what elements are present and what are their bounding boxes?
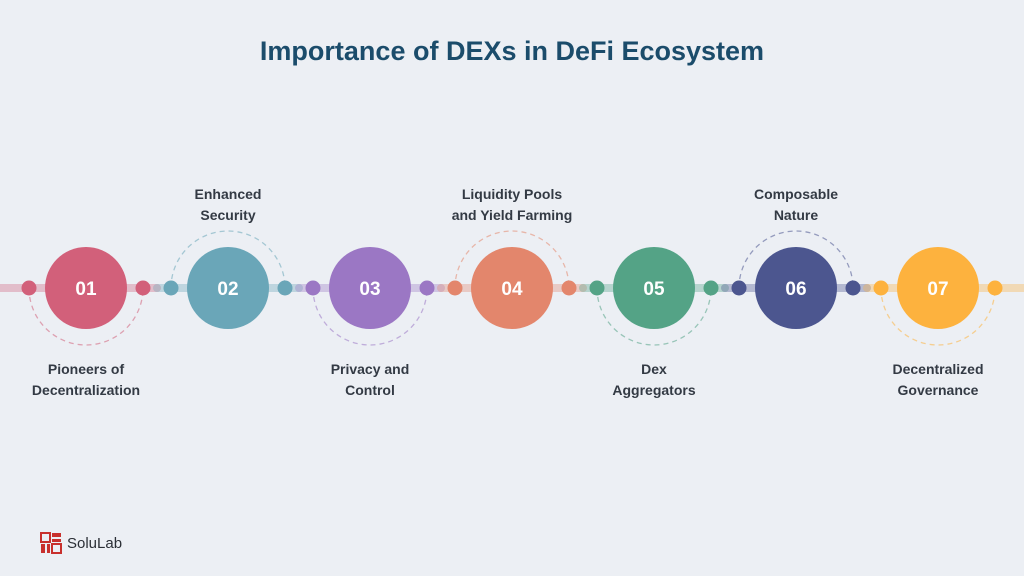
- step-label-line2: Security: [200, 207, 256, 223]
- step-circle-02: [187, 247, 269, 329]
- step-number: 02: [217, 279, 238, 300]
- step-circle-07: [897, 247, 979, 329]
- step-label-line1: Privacy and: [330, 361, 410, 377]
- dashed-arc: [880, 287, 996, 346]
- step-label-line2: Decentralization: [31, 382, 141, 398]
- step-label-line2: and Yield Farming: [451, 207, 573, 223]
- step-label-04: Liquidity Pools and Yield Farming: [432, 184, 592, 226]
- step-number: 04: [501, 279, 523, 300]
- dashed-arc: [596, 287, 712, 346]
- connector-dot: [163, 280, 179, 296]
- dashed-arc: [738, 230, 854, 289]
- connector-dot: [589, 280, 605, 296]
- step-number: 01: [75, 279, 97, 300]
- step-circle-01: [45, 247, 127, 329]
- step-label-line1: Dex: [641, 361, 667, 377]
- step-circle-06: [755, 247, 837, 329]
- step-number: 07: [927, 279, 948, 300]
- step-label-01: Pioneers of Decentralization: [6, 359, 166, 401]
- step-circle-03: [329, 247, 411, 329]
- step-label-line1: Enhanced: [194, 186, 262, 202]
- dashed-arc: [454, 230, 570, 289]
- step-label-line2: Control: [345, 382, 395, 398]
- step-label-line1: Pioneers of: [47, 361, 125, 377]
- logo-text: SoluLab: [67, 534, 123, 552]
- connector-dot: [561, 280, 577, 296]
- step-number: 03: [359, 279, 380, 300]
- step-label-line2: Aggregators: [612, 382, 696, 398]
- connector-dot: [703, 280, 719, 296]
- step-label-line1: Composable: [753, 186, 838, 202]
- connector-dot: [873, 280, 889, 296]
- dashed-arc: [170, 230, 286, 289]
- connector-dot: [21, 280, 37, 296]
- dashed-arc: [312, 287, 428, 346]
- connector-dot: [419, 280, 435, 296]
- connector-dot: [731, 280, 747, 296]
- solulab-logo-icon: [40, 532, 62, 554]
- step-label-line2: Nature: [773, 207, 819, 223]
- dashed-arc: [28, 287, 144, 346]
- connector-dot: [135, 280, 151, 296]
- step-circle-05: [613, 247, 695, 329]
- connector-dot: [447, 280, 463, 296]
- connector-dot: [987, 280, 1003, 296]
- step-label-line1: Decentralized: [892, 361, 984, 377]
- step-number: 06: [785, 279, 806, 300]
- solulab-logo: SoluLab: [40, 532, 122, 554]
- connector-dot: [845, 280, 861, 296]
- connector-dot: [305, 280, 321, 296]
- step-number: 05: [643, 279, 665, 300]
- step-label-line2: Governance: [897, 382, 979, 398]
- connector-dot: [277, 280, 293, 296]
- page-title: Importance of DEXs in DeFi Ecosystem: [259, 36, 765, 66]
- step-circle-04: [471, 247, 553, 329]
- step-label-line1: Liquidity Pools: [461, 186, 563, 202]
